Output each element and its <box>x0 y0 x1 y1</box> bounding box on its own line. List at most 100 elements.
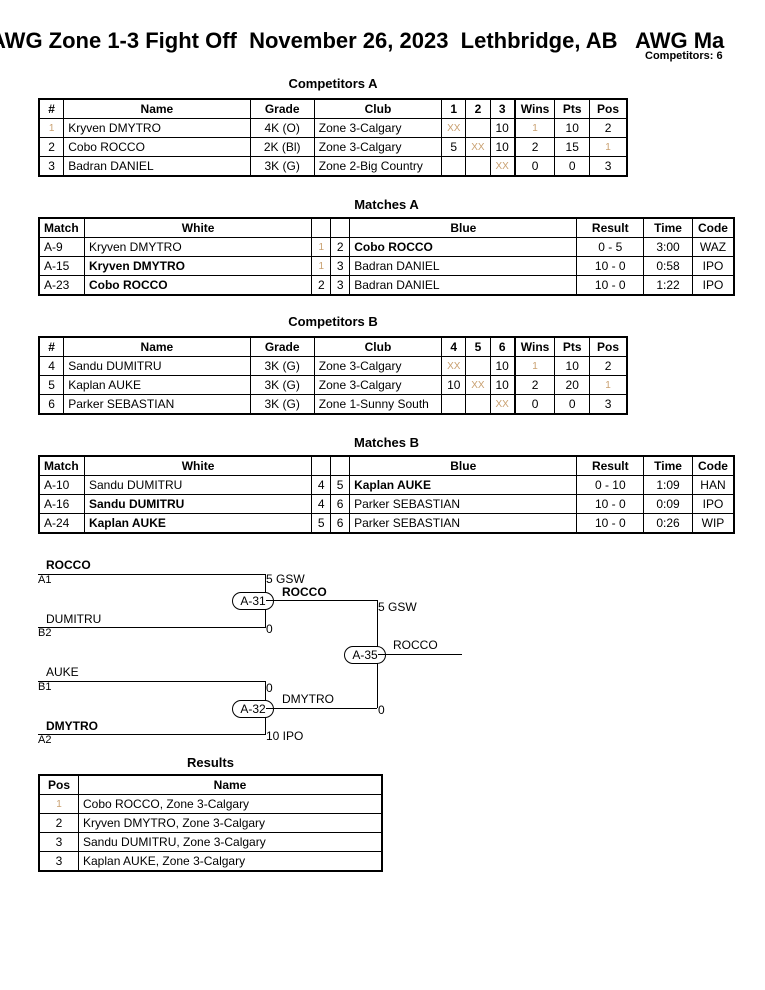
elimination-bracket: ROCCO A1 5 GSW DUMITRU B2 0 A-31 ROCCO 5… <box>0 550 765 760</box>
column-header: 6 <box>489 336 516 357</box>
table-cell: 1 <box>38 118 65 138</box>
table-cell: 3K (G) <box>249 356 315 376</box>
table-cell: Sandu DUMITRU <box>83 494 313 514</box>
table-cell: 5 <box>441 137 467 157</box>
match-a35-pill: A-35 <box>344 646 386 664</box>
table-cell: 3 <box>330 275 351 296</box>
column-header: Pts <box>554 98 591 119</box>
column-header: Name <box>78 774 383 795</box>
table-cell: Sandu DUMITRU <box>83 475 313 495</box>
table-cell: 1:09 <box>643 475 693 495</box>
table-cell: Zone 3-Calgary <box>313 118 443 138</box>
table-cell: 2 <box>38 813 79 833</box>
table-cell: 0 - 5 <box>576 237 645 257</box>
bracket-semi1-top-seed: A1 <box>38 574 52 586</box>
table-cell: 10 - 0 <box>576 256 645 276</box>
column-header: Match <box>38 217 85 238</box>
table-cell: 1 <box>589 375 628 395</box>
table-cell: 6 <box>330 494 351 514</box>
table-cell: 3K (G) <box>249 375 315 395</box>
table-cell: 1:22 <box>643 275 693 296</box>
table-cell: WIP <box>691 513 735 534</box>
bracket-semi2-bottom-score: 10 IPO <box>266 729 304 743</box>
table-cell: A-9 <box>38 237 85 257</box>
bracket-semi1-top-score: 5 GSW <box>266 572 305 586</box>
table-cell: Sandu DUMITRU, Zone 3-Calgary <box>78 832 383 852</box>
table-cell: 4 <box>311 494 332 514</box>
page-header: AWG Zone 1-3 Fight Off November 26, 2023… <box>0 28 765 58</box>
table-cell: 4K (O) <box>249 118 315 138</box>
table-cell: 10 <box>554 356 591 376</box>
table-cell: 10 <box>554 118 591 138</box>
table-cell: IPO <box>691 256 735 276</box>
column-header: Wins <box>513 336 556 357</box>
table-cell: XX <box>465 375 491 395</box>
table-cell: 4 <box>38 356 65 376</box>
bracket-semi2-top-name: AUKE <box>46 665 79 679</box>
table-cell: Kaplan AUKE <box>63 375 251 395</box>
table-cell: 3 <box>330 256 351 276</box>
table-cell: 2K (Bl) <box>249 137 315 157</box>
table-cell: Badran DANIEL <box>349 256 578 276</box>
column-header: Name <box>63 98 251 119</box>
column-header: Club <box>313 336 443 357</box>
column-header: Pos <box>589 98 628 119</box>
table-cell: Parker SEBASTIAN <box>349 494 578 514</box>
results-title: Results <box>187 755 234 770</box>
table-cell: 0 <box>554 156 591 177</box>
table-cell: Kaplan AUKE <box>83 513 313 534</box>
table-cell: 1 <box>311 256 332 276</box>
table-cell: 0:26 <box>643 513 693 534</box>
column-header: # <box>38 336 65 357</box>
column-header: Result <box>576 217 645 238</box>
match-a32-pill: A-32 <box>232 700 274 718</box>
table-cell: 3K (G) <box>249 156 315 177</box>
column-header: 3 <box>489 98 516 119</box>
table-cell: Zone 3-Calgary <box>313 375 443 395</box>
table-cell: A-10 <box>38 475 85 495</box>
table-cell: Kryven DMYTRO <box>83 256 313 276</box>
table-cell: A-15 <box>38 256 85 276</box>
table-cell: IPO <box>691 275 735 296</box>
table-cell: 15 <box>554 137 591 157</box>
column-header: Time <box>643 455 693 476</box>
competitors-a-title: Competitors A <box>288 76 378 91</box>
table-cell: 3 <box>38 832 79 852</box>
table-cell: 2 <box>589 356 628 376</box>
table-cell: Kryven DMYTRO <box>63 118 251 138</box>
table-cell: 2 <box>513 137 556 157</box>
table-cell: 3 <box>589 394 628 415</box>
column-header <box>330 217 351 238</box>
table-cell <box>465 156 491 177</box>
table-cell: Kaplan AUKE <box>349 475 578 495</box>
table-cell <box>441 394 467 415</box>
column-header: Result <box>576 455 645 476</box>
column-header: Time <box>643 217 693 238</box>
table-cell: Kaplan AUKE, Zone 3-Calgary <box>78 851 383 872</box>
table-cell: 4 <box>311 475 332 495</box>
table-cell: 2 <box>38 137 65 157</box>
bracket-semi1-winner: ROCCO <box>282 585 327 599</box>
bracket-semi1-top-name: ROCCO <box>46 558 91 572</box>
bracket-semi1-bottom-score: 0 <box>266 622 273 636</box>
column-header: # <box>38 98 65 119</box>
table-cell: 3 <box>38 156 65 177</box>
table-cell: 1 <box>513 118 556 138</box>
table-cell: 3:00 <box>643 237 693 257</box>
table-cell: A-16 <box>38 494 85 514</box>
column-header: 4 <box>441 336 467 357</box>
